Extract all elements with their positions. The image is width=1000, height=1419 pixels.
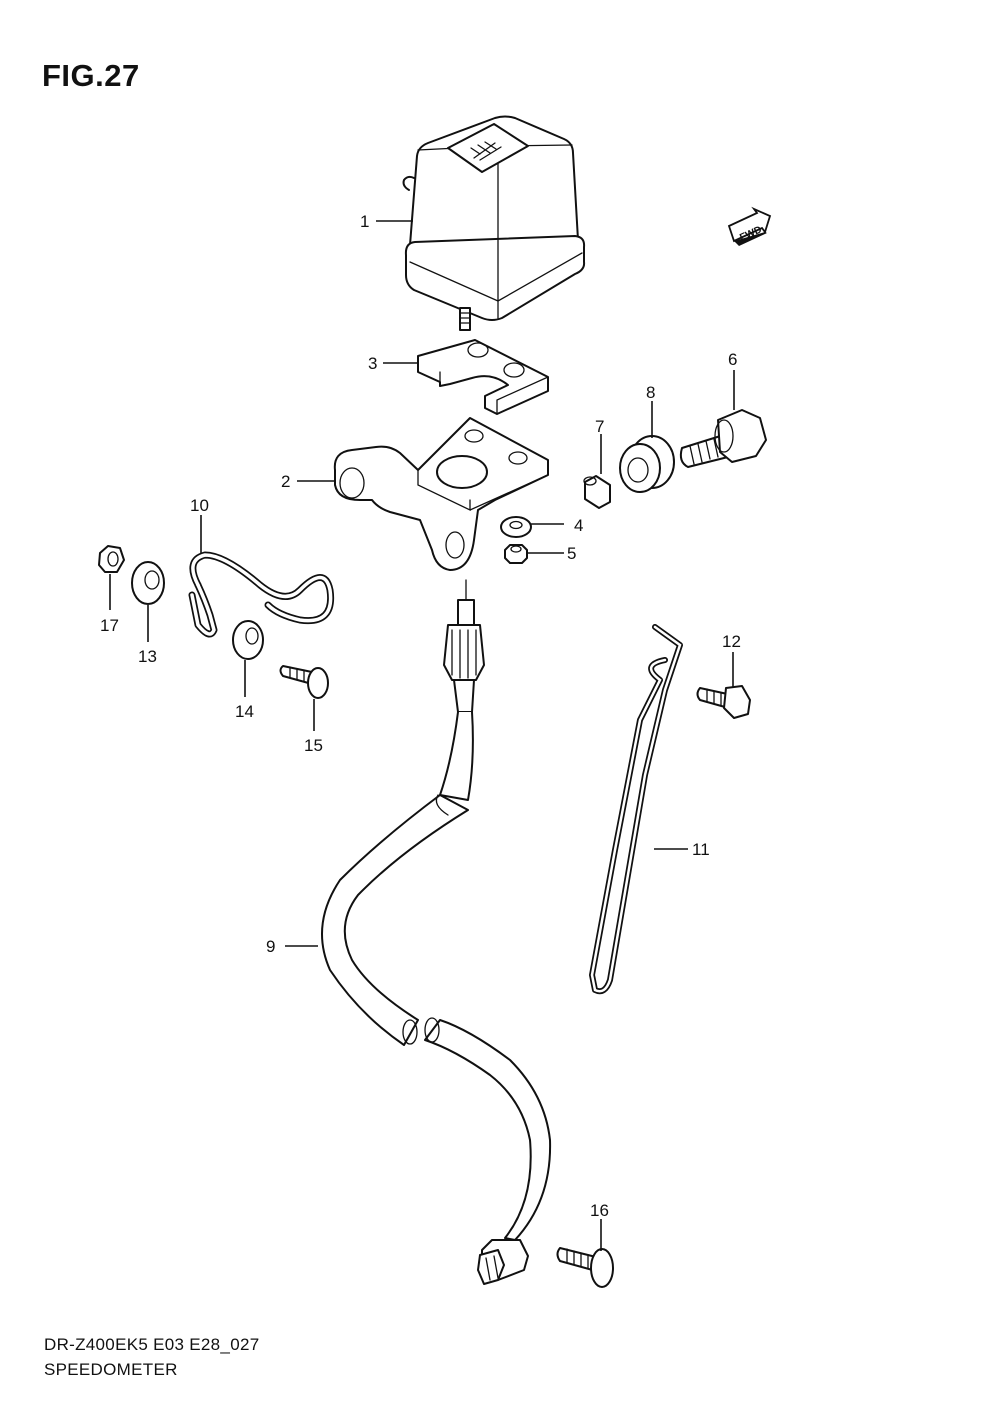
callout-14: 14 xyxy=(235,702,254,721)
callout-8: 8 xyxy=(646,383,655,402)
callout-10: 10 xyxy=(190,496,209,515)
part-14-washer xyxy=(232,620,264,660)
callout-12: 12 xyxy=(722,632,741,651)
part-17-nut xyxy=(98,545,125,573)
callout-1: 1 xyxy=(360,212,369,231)
callout-15: 15 xyxy=(304,736,323,755)
part-3-cushion xyxy=(417,339,549,415)
part-13-washer xyxy=(131,561,165,605)
callout-3: 3 xyxy=(368,354,377,373)
callout-numbers: 1 2 3 4 5 6 7 8 9 10 11 12 13 14 15 16 1… xyxy=(100,212,741,1220)
callout-4: 4 xyxy=(574,516,583,535)
part-6-bolt xyxy=(679,409,767,468)
part-16-screw xyxy=(556,1247,614,1288)
callout-6: 6 xyxy=(728,350,737,369)
callout-5: 5 xyxy=(567,544,576,563)
part-10-wire-clip xyxy=(188,551,335,638)
callout-7: 7 xyxy=(595,417,604,436)
footer-part-name: SPEEDOMETER xyxy=(44,1360,178,1379)
footer-model-code: DR-Z400EK5 E03 E28_027 xyxy=(44,1335,260,1354)
callout-11: 11 xyxy=(692,840,710,859)
figure-title: FIG.27 xyxy=(42,58,140,93)
callout-2: 2 xyxy=(281,472,290,491)
part-7-collar xyxy=(583,475,611,509)
part-4-washer xyxy=(500,516,532,538)
part-1-speedometer-housing xyxy=(402,115,586,331)
forward-direction-arrow: FWD xyxy=(727,206,772,246)
part-5-nut xyxy=(504,544,528,564)
callout-16: 16 xyxy=(590,1201,609,1220)
part-15-screw xyxy=(279,665,329,699)
callout-17: 17 xyxy=(100,616,119,635)
leader-lines xyxy=(109,220,735,1251)
part-11-band xyxy=(589,624,683,995)
callout-13: 13 xyxy=(138,647,157,666)
callout-9: 9 xyxy=(266,937,275,956)
part-9-speedometer-cable xyxy=(321,579,552,1285)
part-2-bracket xyxy=(333,417,549,571)
part-8-grommet xyxy=(619,435,675,493)
part-12-bolt xyxy=(696,685,751,719)
